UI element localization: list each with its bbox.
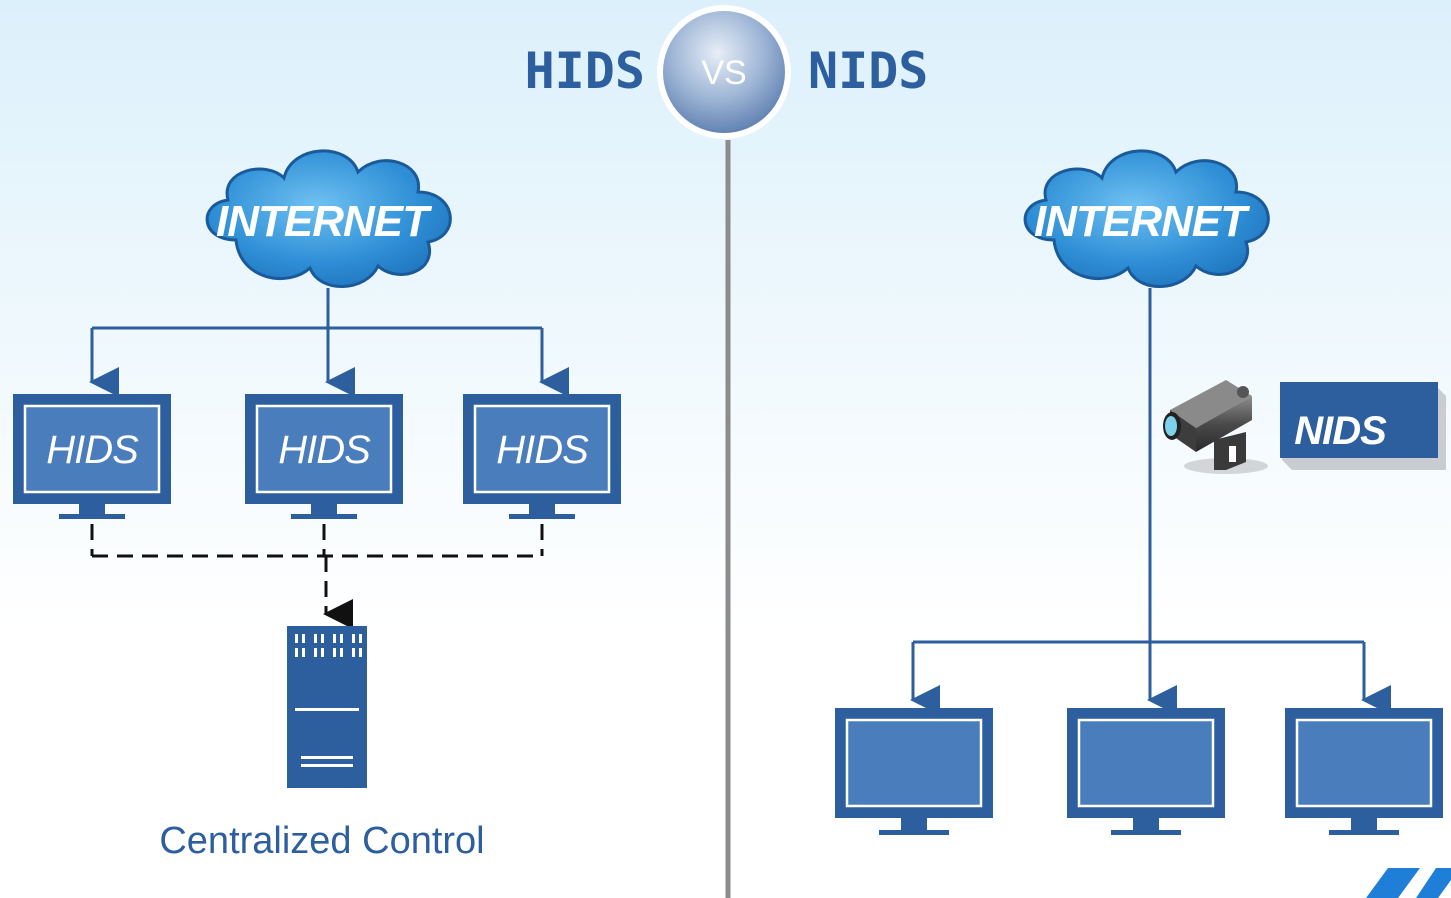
hids-host-label: HIDS	[46, 428, 139, 472]
cloud-label: INTERNET	[1034, 197, 1250, 246]
title-nids: NIDS	[808, 42, 928, 100]
hids-connectors	[89, 288, 569, 397]
server-caption: Centralized Control	[159, 820, 484, 862]
hids-host-label: HIDS	[496, 428, 589, 472]
cloud-label: INTERNET	[216, 197, 432, 246]
vs-label: VS	[701, 54, 746, 92]
vs-badge	[657, 5, 791, 139]
nids-connectors	[910, 288, 1391, 715]
hids-host-3: HIDS	[463, 394, 621, 519]
hids-reporting-links	[90, 524, 544, 629]
nids-host-1	[835, 708, 993, 835]
internet-cloud-right: INTERNET	[1023, 149, 1270, 289]
nids-host-2	[1067, 708, 1225, 835]
corner-stripes-decoration	[1366, 868, 1451, 898]
title: HIDS VS NIDS	[525, 5, 928, 139]
title-hids: HIDS	[525, 42, 645, 100]
hids-side: INTERNET HIDS HIDS	[13, 149, 621, 862]
nids-host-3	[1285, 708, 1443, 835]
internet-cloud-left: INTERNET	[205, 149, 452, 289]
nids-sensor-label-box: NIDS	[1280, 382, 1446, 470]
hids-host-label: HIDS	[278, 428, 371, 472]
nids-sensor-label: NIDS	[1294, 409, 1387, 453]
hids-host-2: HIDS	[245, 394, 403, 519]
central-server-icon	[287, 626, 367, 788]
camera-sensor-icon	[1163, 380, 1268, 474]
nids-side: INTERNET NIDS	[835, 149, 1446, 835]
hids-host-1: HIDS	[13, 394, 171, 519]
